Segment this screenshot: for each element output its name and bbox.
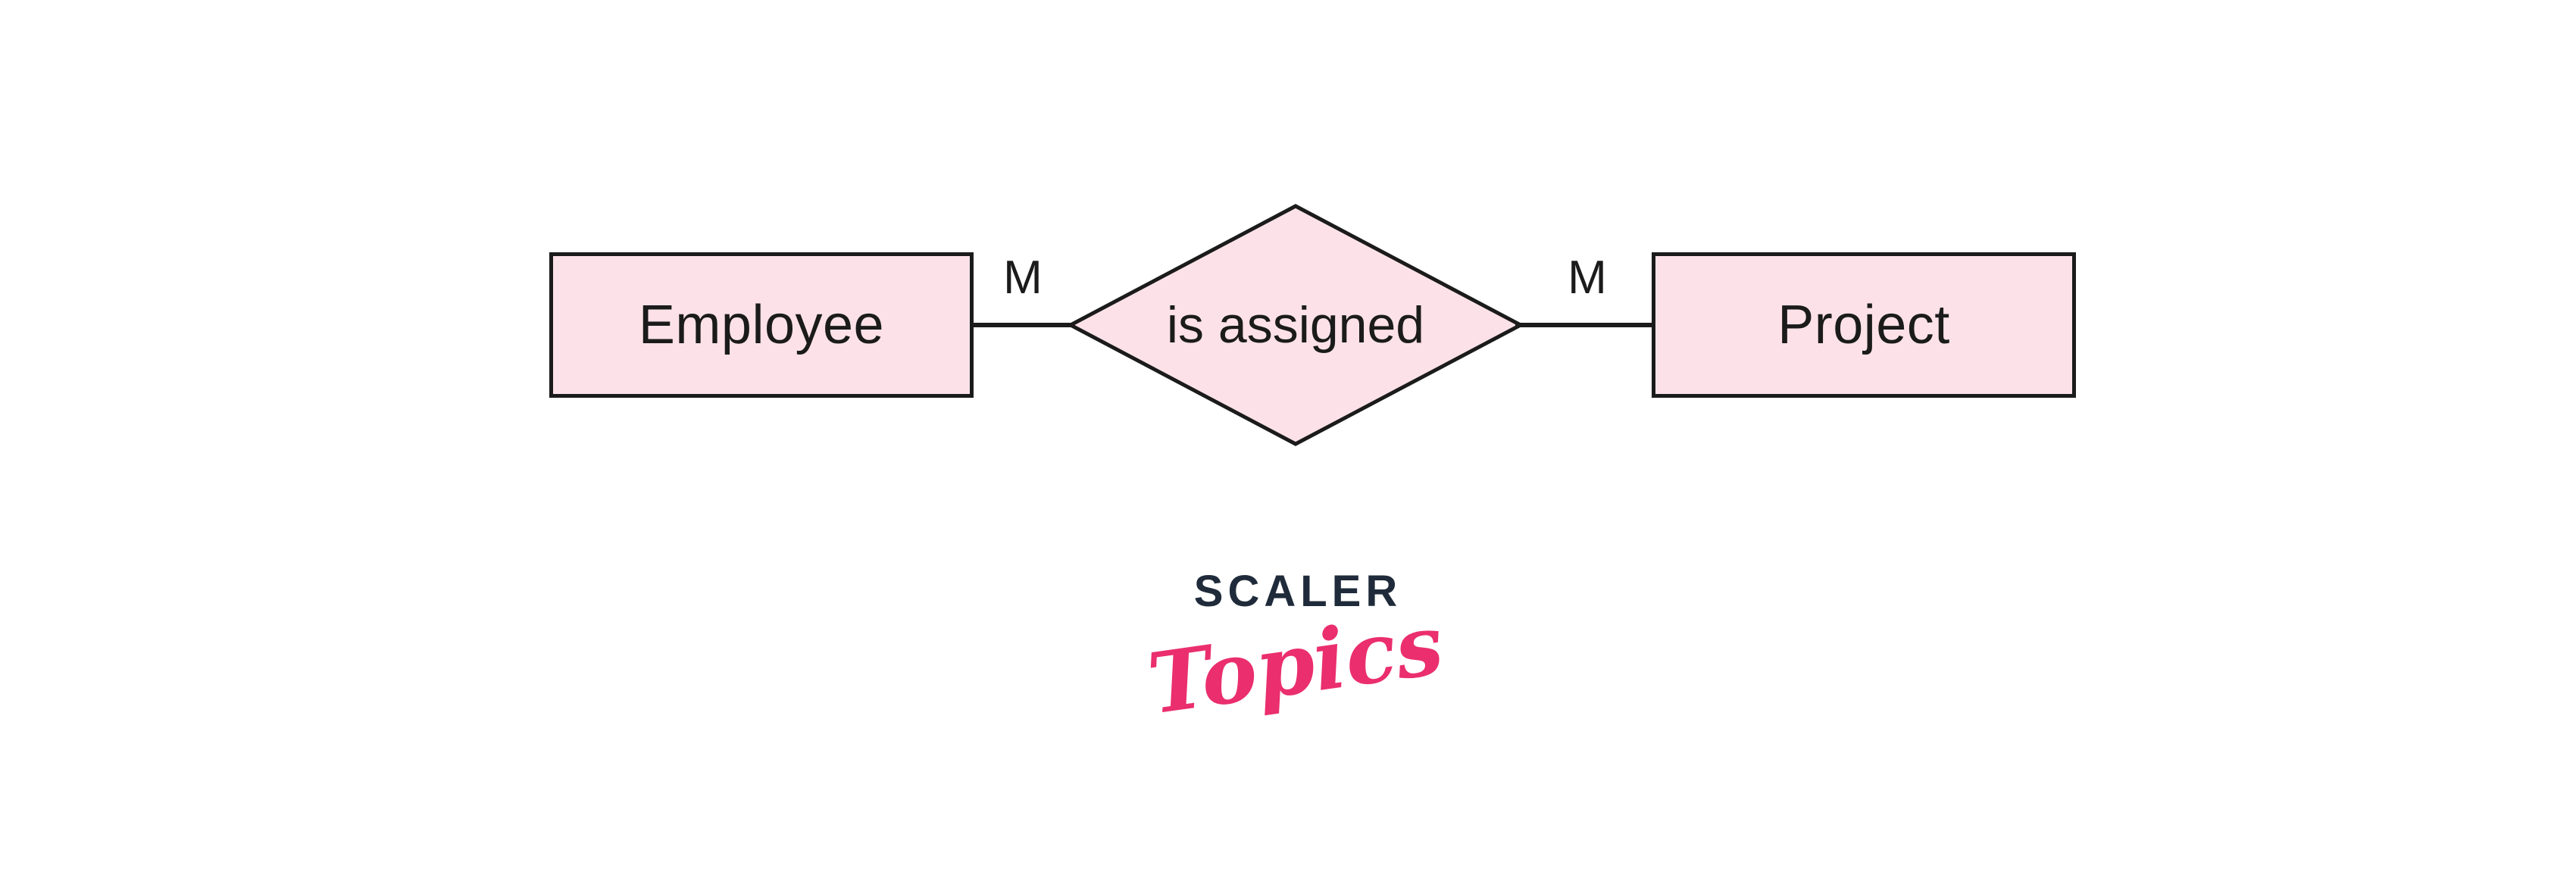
connector-employee-relationship — [970, 323, 1076, 327]
entity-project: Project — [1652, 252, 2076, 398]
logo-brand-text: SCALER — [1193, 567, 1402, 616]
cardinality-right-label: M — [1568, 251, 1607, 304]
entity-project-label: Project — [1777, 295, 1950, 355]
relationship-diamond — [1066, 204, 1525, 446]
entity-employee-label: Employee — [638, 295, 885, 355]
logo-subbrand-text: Topics — [1142, 595, 1449, 733]
cardinality-left-label: M — [1003, 251, 1043, 304]
entity-employee: Employee — [549, 252, 974, 398]
connector-relationship-project — [1515, 323, 1659, 327]
diamond-shape — [1066, 204, 1525, 446]
scaler-topics-logo: SCALER Topics — [1068, 567, 1523, 733]
relationship-label: is assigned — [1166, 296, 1425, 354]
